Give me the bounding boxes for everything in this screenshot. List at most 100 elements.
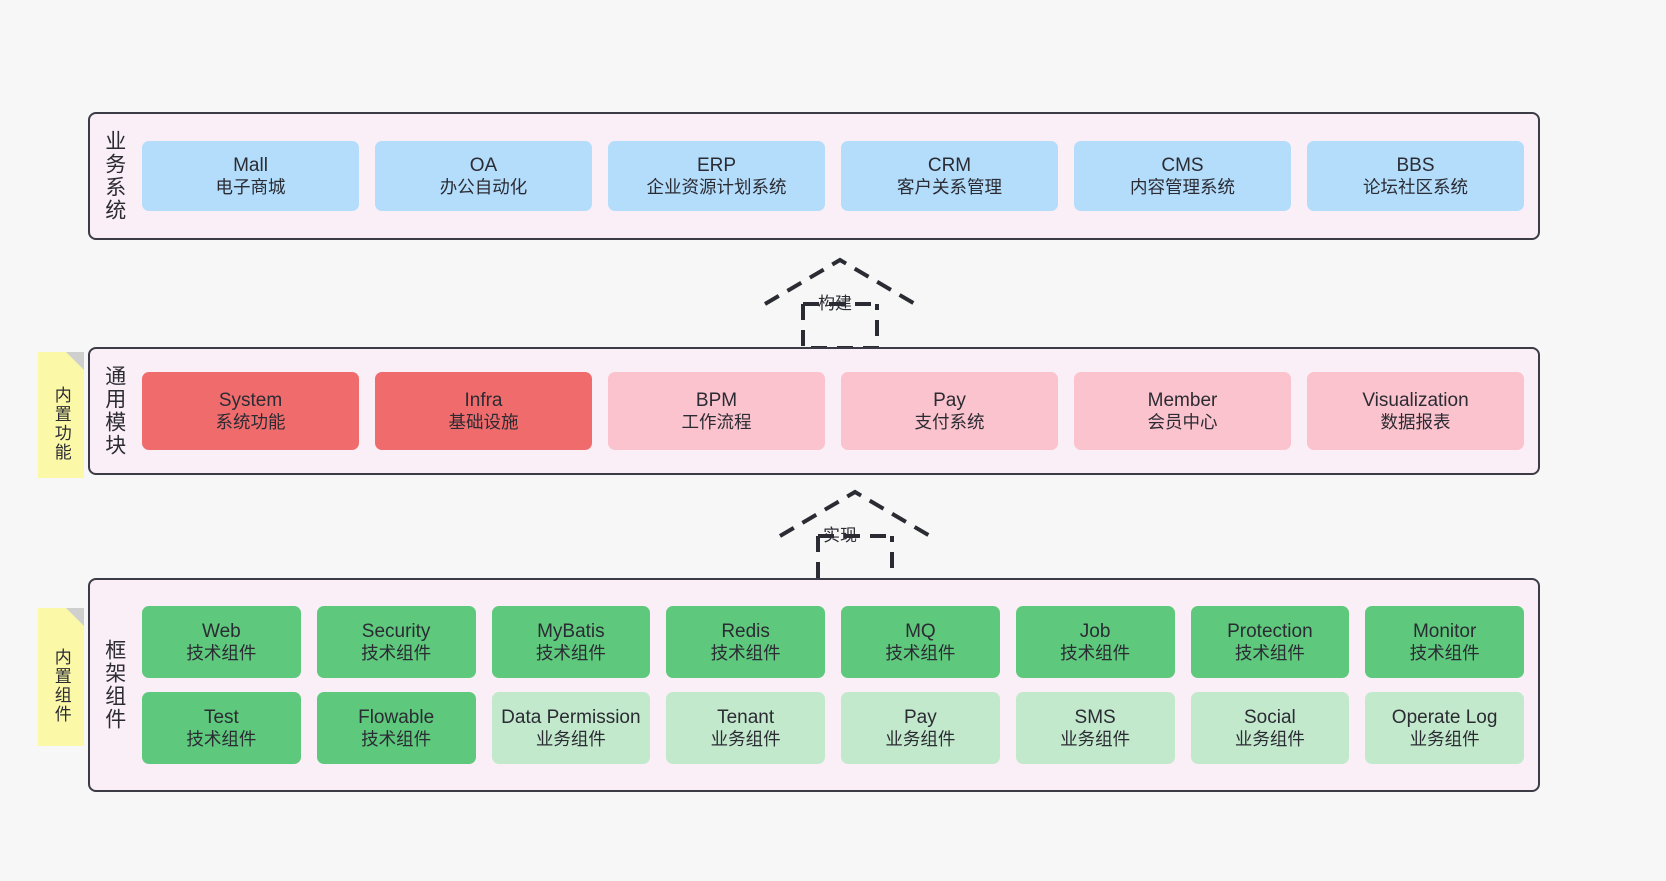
card-title-cn: 技术组件: [186, 728, 257, 749]
card-title-en: Pay: [904, 706, 937, 728]
card-title-en: Web: [202, 620, 241, 642]
card-title-cn: 基础设施: [448, 411, 519, 432]
card-title-en: Visualization: [1362, 389, 1469, 411]
card-title-cn: 业务组件: [710, 728, 781, 749]
card-title-cn: 技术组件: [1409, 642, 1480, 663]
card-title-cn: 系统功能: [215, 411, 286, 432]
card-title-en: BPM: [695, 389, 738, 411]
card-title-en: Pay: [933, 389, 966, 411]
card-title-cn: 业务组件: [885, 728, 956, 749]
card-title-en: OA: [469, 154, 498, 176]
card-title-en: System: [218, 389, 283, 411]
card-title-en: SMS: [1074, 706, 1116, 728]
card-title-en: Data Permission: [501, 706, 641, 728]
card-title-en: Monitor: [1412, 620, 1477, 642]
card-title-cn: 企业资源计划系统: [646, 176, 787, 197]
card-title-cn: 论坛社区系统: [1363, 176, 1468, 197]
sticky-note-builtin-features: 内置功能: [38, 352, 84, 478]
card-title-en: Infra: [464, 389, 503, 411]
card-title-en: Mall: [233, 154, 268, 176]
card-title-cn: 支付系统: [914, 411, 985, 432]
card-title-cn: 技术组件: [361, 642, 432, 663]
card-title-en: MQ: [905, 620, 936, 642]
build-arrow-label: 构建: [818, 294, 852, 313]
card-title-en: Protection: [1227, 620, 1313, 642]
card-title-cn: 电子商城: [215, 176, 286, 197]
card-title-en: Flowable: [358, 706, 435, 728]
card-title-cn: 工作流程: [681, 411, 752, 432]
card-title-cn: 内容管理系统: [1130, 176, 1235, 197]
card-title-cn: 技术组件: [361, 728, 432, 749]
sticky-note-builtin-components: 内置组件: [38, 608, 84, 746]
card-title-cn: 技术组件: [710, 642, 781, 663]
card-title-cn: 客户关系管理: [897, 176, 1002, 197]
card-title-cn: 业务组件: [1234, 728, 1305, 749]
card-title-en: Operate Log: [1391, 706, 1498, 728]
card-title-en: Tenant: [717, 706, 775, 728]
card-title-en: CMS: [1161, 154, 1204, 176]
card-title-cn: 业务组件: [1060, 728, 1131, 749]
card-title-en: Security: [361, 620, 431, 642]
card-title-en: Redis: [721, 620, 770, 642]
framework-layer-title: 框架组件: [102, 639, 126, 731]
card-title-cn: 业务组件: [1409, 728, 1480, 749]
card-title-cn: 技术组件: [885, 642, 956, 663]
card-title-en: Test: [203, 706, 239, 728]
card-title-cn: 数据报表: [1380, 411, 1451, 432]
business-layer-title: 业务系统: [102, 130, 126, 222]
card-title-cn: 业务组件: [535, 728, 606, 749]
card-title-cn: 技术组件: [1234, 642, 1305, 663]
card-title-cn: 技术组件: [535, 642, 606, 663]
card-title-en: BBS: [1396, 154, 1435, 176]
card-title-cn: 办公自动化: [439, 176, 528, 197]
modules-layer-title: 通用模块: [102, 365, 126, 457]
card-title-en: Social: [1244, 706, 1296, 728]
card-title-cn: 技术组件: [186, 642, 257, 663]
card-title-en: ERP: [696, 154, 737, 176]
card-title-cn: 会员中心: [1147, 411, 1218, 432]
card-title-cn: 技术组件: [1060, 642, 1131, 663]
card-title-en: Member: [1147, 389, 1218, 411]
card-title-en: Job: [1079, 620, 1111, 642]
implement-arrow-label: 实现: [823, 526, 857, 545]
card-title-en: CRM: [927, 154, 972, 176]
